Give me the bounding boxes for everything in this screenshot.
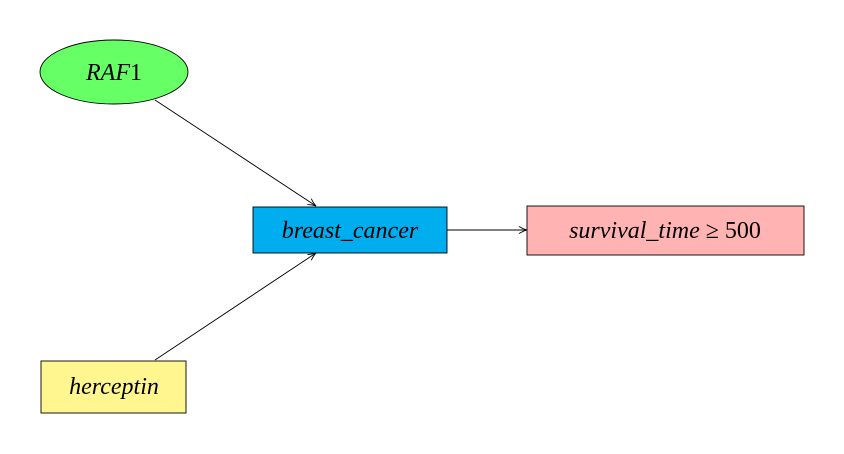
node-raf1: RAF1	[39, 39, 189, 105]
herceptin-label: herceptin	[69, 374, 159, 400]
edge-raf1-to-breast-cancer	[154, 99, 317, 207]
breast-cancer-box	[252, 206, 448, 254]
herceptin-box	[40, 360, 187, 414]
breast-cancer-label: breast_cancer	[282, 218, 419, 244]
survival-time-label: survival_time ≥ 500	[569, 218, 761, 244]
raf1-ellipse	[39, 39, 189, 105]
survival-time-box	[526, 205, 805, 256]
edge-herceptin-to-breast-cancer	[154, 252, 317, 361]
node-survival-time: survival_time ≥ 500	[526, 205, 805, 256]
node-herceptin: herceptin	[40, 360, 187, 414]
raf1-label: RAF1	[85, 60, 142, 86]
node-breast-cancer: breast_cancer	[252, 206, 448, 254]
